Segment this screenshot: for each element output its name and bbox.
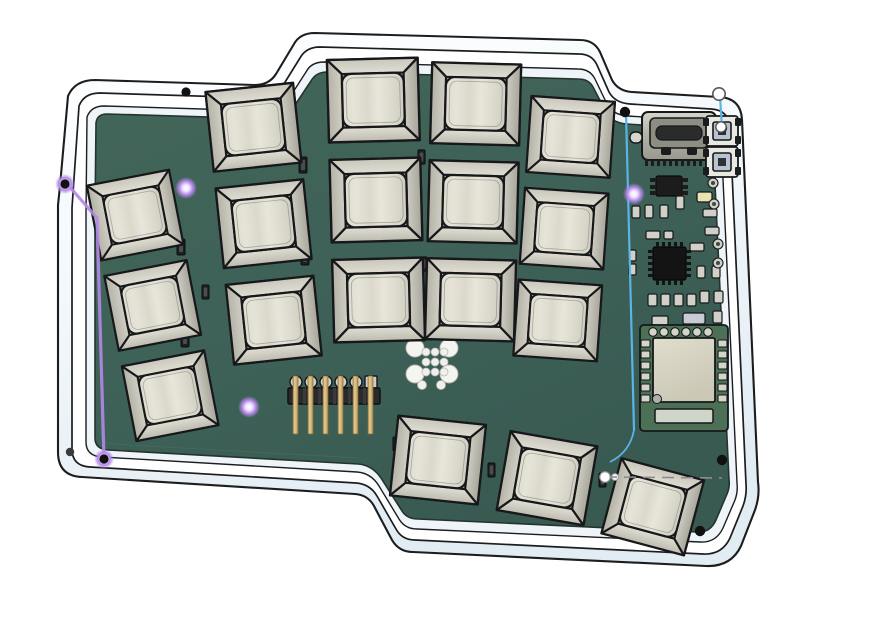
key-column-index [512,94,617,363]
keycap[interactable] [120,349,220,443]
tactile-switch-boot[interactable] [703,146,741,178]
keycap[interactable] [512,278,604,363]
pin-header-6way [287,375,381,435]
soic-ic [650,175,688,197]
keycap[interactable] [330,256,427,344]
via-pads [707,177,724,269]
sketch-points-white[interactable] [599,87,727,483]
sketch-points-black[interactable] [60,87,728,537]
led-indicator [682,191,713,325]
keycap[interactable] [495,429,599,527]
key-column-middle [423,61,523,343]
smd-components [287,111,741,435]
wireless-module [639,324,729,432]
keycap[interactable] [423,256,518,343]
keycap[interactable] [426,159,520,245]
keycap[interactable] [204,81,303,173]
keycap[interactable] [214,178,313,270]
qfn-microcontroller [648,242,691,285]
keycap[interactable] [518,186,610,271]
vertical-blue-guide[interactable] [624,111,636,431]
keycap[interactable] [428,61,523,147]
left-edge-highlight[interactable] [66,183,106,461]
keycap[interactable] [525,94,617,179]
keycap[interactable] [224,274,323,366]
pcb-antenna [654,408,714,424]
sketch-overlay [55,87,728,537]
key-column-ring [325,56,427,344]
keycap[interactable] [328,156,424,244]
keycap[interactable] [388,414,488,506]
keycap[interactable] [103,258,203,352]
dashed-construction-line[interactable] [604,476,723,479]
keycap[interactable] [85,168,185,262]
test-pad-cluster [405,338,459,390]
blue-guide-tail[interactable] [609,429,635,463]
passive-components [628,192,724,339]
keycap[interactable] [325,56,422,144]
